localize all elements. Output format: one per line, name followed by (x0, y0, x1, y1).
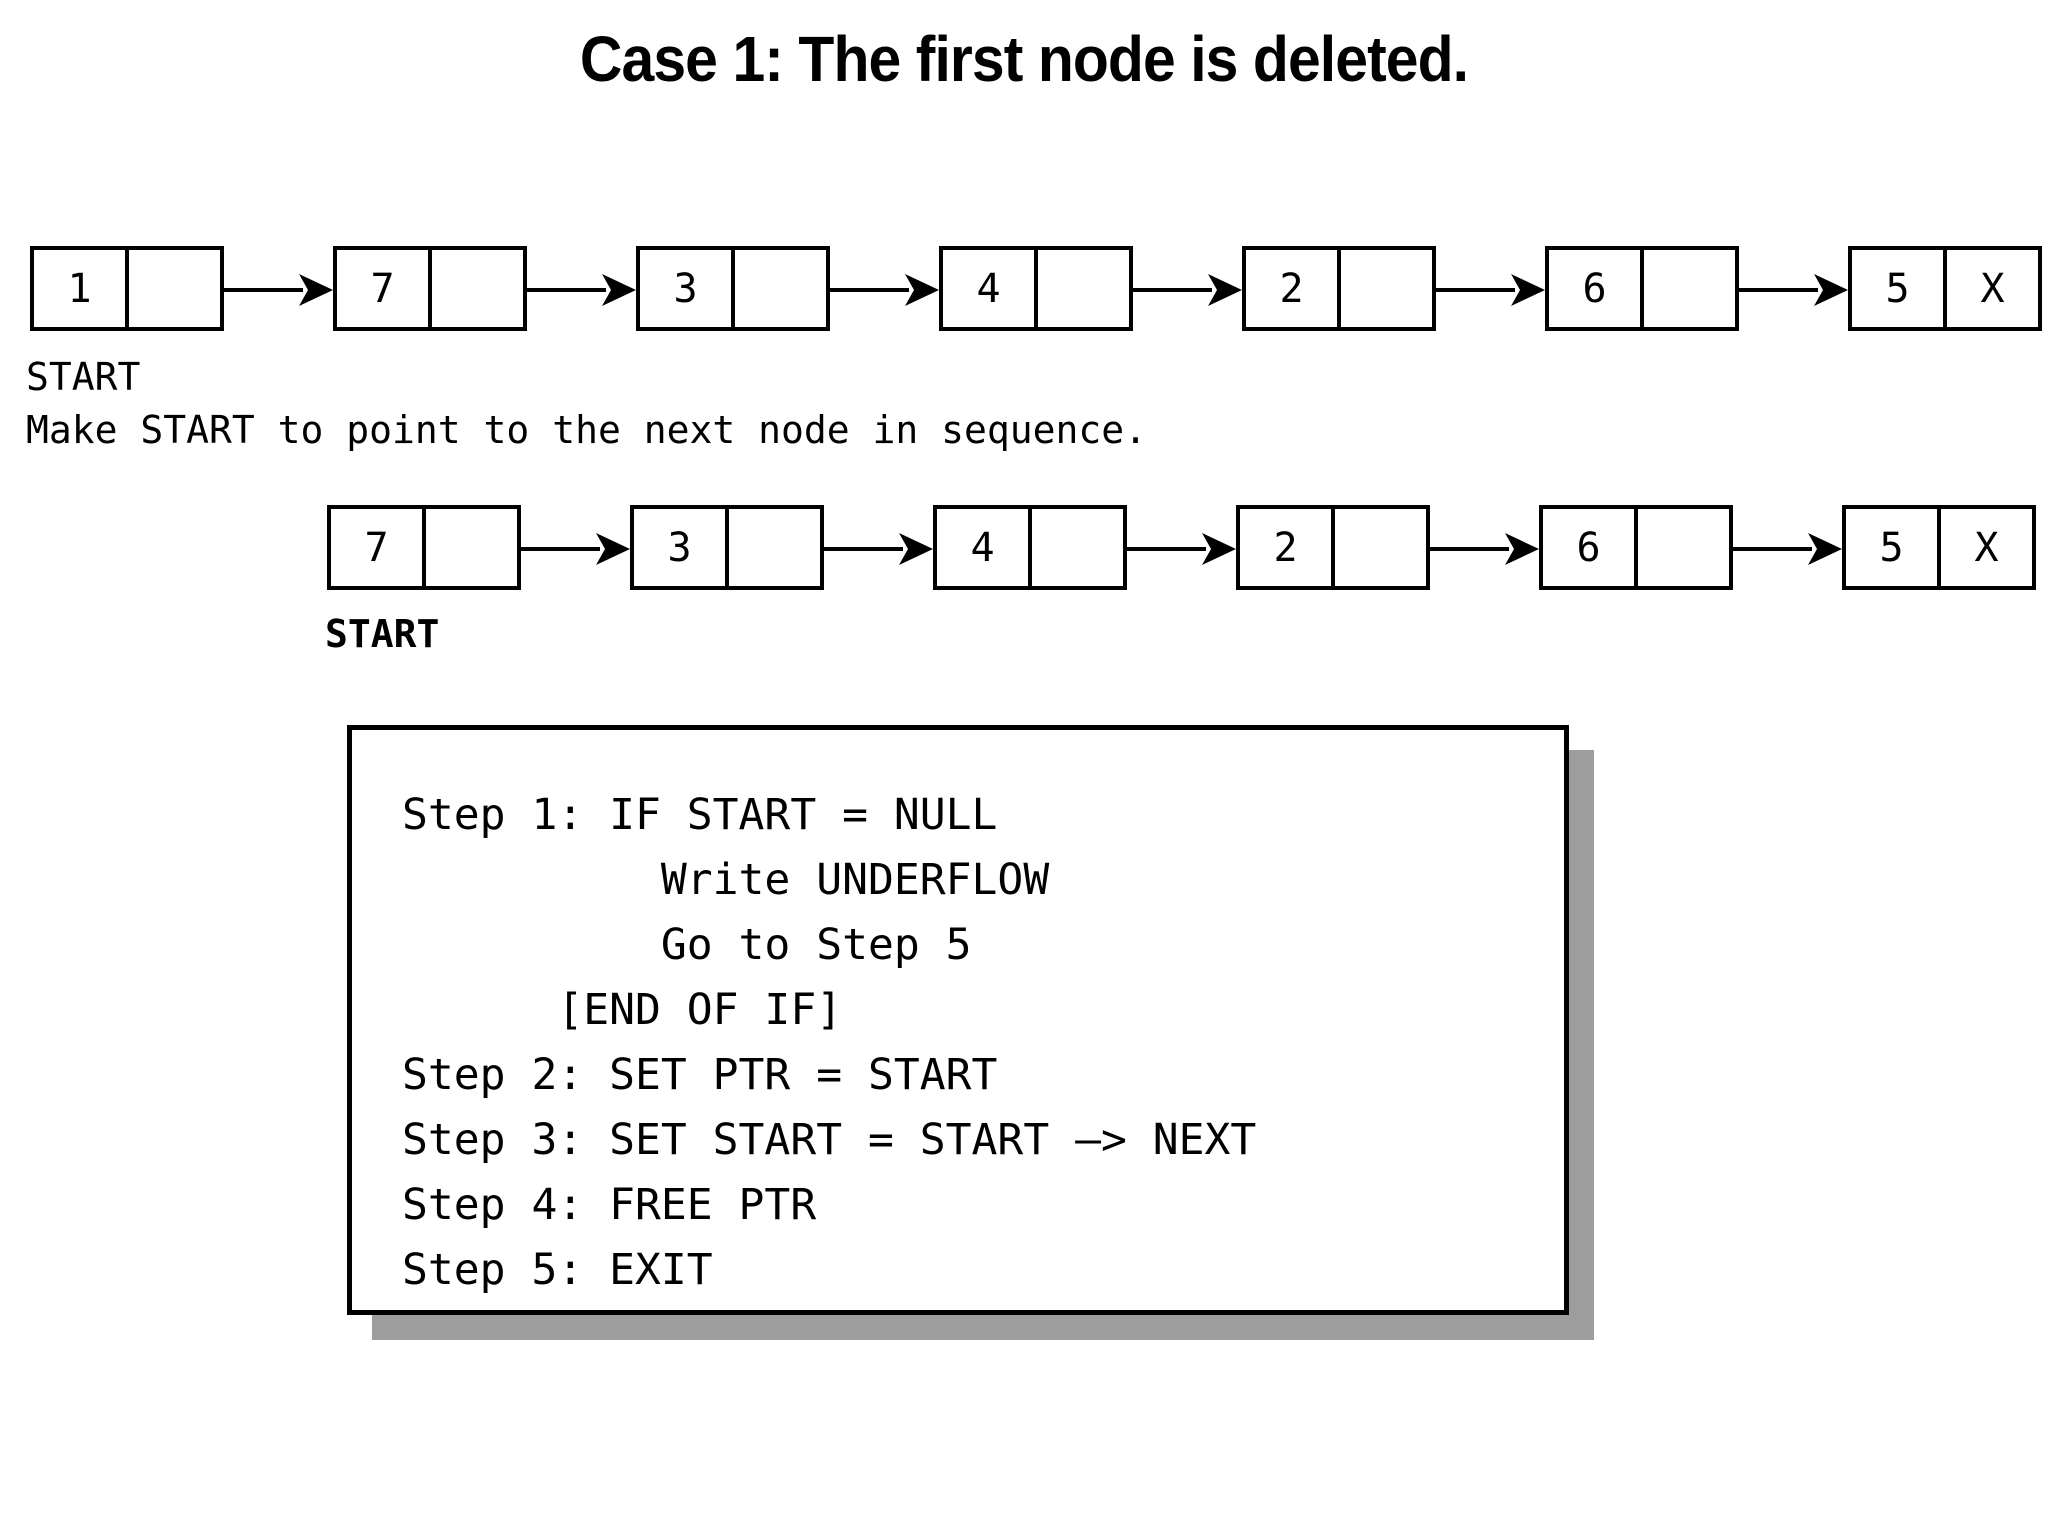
node-data-cell: 3 (634, 509, 729, 586)
pointer-line (1369, 288, 1515, 292)
start-label-before: START (26, 355, 141, 399)
node-data-cell: 5 (1846, 509, 1941, 586)
node-next-cell (432, 250, 523, 327)
node-data-cell: 6 (1543, 509, 1638, 586)
node-next-cell (426, 509, 517, 586)
page-title: Case 1: The first node is deleted. (579, 23, 1469, 95)
algorithm-steps: Step 1: IF START = NULL Write UNDERFLOW … (402, 783, 1256, 1303)
pointer-line (1672, 288, 1818, 292)
pointer-line (763, 288, 909, 292)
list-node: 7 (327, 505, 521, 590)
pointer-line (1666, 547, 1812, 551)
list-node: 6 (1545, 246, 1739, 331)
node-next-cell (1638, 509, 1729, 586)
arrowhead-icon (903, 271, 941, 309)
list-node: 1 (30, 246, 224, 331)
list-node: 2 (1236, 505, 1430, 590)
arrowhead-icon (1509, 271, 1547, 309)
arrowhead-icon (1200, 530, 1238, 568)
node-next-cell: X (1980, 265, 2005, 312)
pointer-line (460, 288, 606, 292)
list-node: 6 (1539, 505, 1733, 590)
algorithm-step-line: Step 3: SET START = START –> NEXT (402, 1115, 1257, 1165)
list-node: 4 (933, 505, 1127, 590)
list-node: 2 (1242, 246, 1436, 331)
node-data-cell: 5 (1852, 250, 1947, 327)
node-data-cell: 1 (34, 250, 129, 327)
arrowhead-icon (594, 530, 632, 568)
node-data-cell: 3 (640, 250, 735, 327)
instruction-text: Make START to point to the next node in … (26, 408, 1148, 452)
arrowhead-icon (297, 271, 335, 309)
pointer-line (757, 547, 903, 551)
node-next-cell (1038, 250, 1129, 327)
algorithm-step-line: Step 5: EXIT (402, 1245, 713, 1295)
node-data-cell: 4 (943, 250, 1038, 327)
list-node: 3 (636, 246, 830, 331)
list-node: 7 (333, 246, 527, 331)
pointer-line (1060, 547, 1206, 551)
arrowhead-icon (897, 530, 935, 568)
pointer-line (1066, 288, 1212, 292)
node-next-cell: X (1974, 524, 1999, 571)
algorithm-step-line: Step 1: IF START = NULL (402, 790, 998, 840)
node-next-cell (1341, 250, 1432, 327)
node-data-cell: 7 (331, 509, 426, 586)
node-data-cell: 2 (1246, 250, 1341, 327)
node-data-cell: 2 (1240, 509, 1335, 586)
algorithm-step-line: Step 2: SET PTR = START (402, 1050, 998, 1100)
node-next-cell (735, 250, 826, 327)
arrowhead-icon (1206, 271, 1244, 309)
pointer-line (1363, 547, 1509, 551)
node-data-cell: 4 (937, 509, 1032, 586)
list-node: 4 (939, 246, 1133, 331)
algorithm-step-line: Go to Step 5 (402, 920, 972, 970)
node-next-cell (129, 250, 220, 327)
algorithm-step-line: Step 4: FREE PTR (402, 1180, 817, 1230)
algorithm-step-line: Write UNDERFLOW (402, 855, 1050, 905)
pointer-line (157, 288, 303, 292)
node-next-cell (1032, 509, 1123, 586)
node-next-cell (1335, 509, 1426, 586)
algorithm-step-line: [END OF IF] (402, 985, 843, 1035)
node-data-cell: 7 (337, 250, 432, 327)
start-label-after: START (325, 612, 440, 656)
pointer-line (454, 547, 600, 551)
algorithm-box: Step 1: IF START = NULL Write UNDERFLOW … (347, 725, 1569, 1315)
arrowhead-icon (600, 271, 638, 309)
list-node: 3 (630, 505, 824, 590)
arrowhead-icon (1806, 530, 1844, 568)
node-next-cell (729, 509, 820, 586)
arrowhead-icon (1503, 530, 1541, 568)
node-data-cell: 6 (1549, 250, 1644, 327)
node-next-cell (1644, 250, 1735, 327)
arrowhead-icon (1812, 271, 1850, 309)
